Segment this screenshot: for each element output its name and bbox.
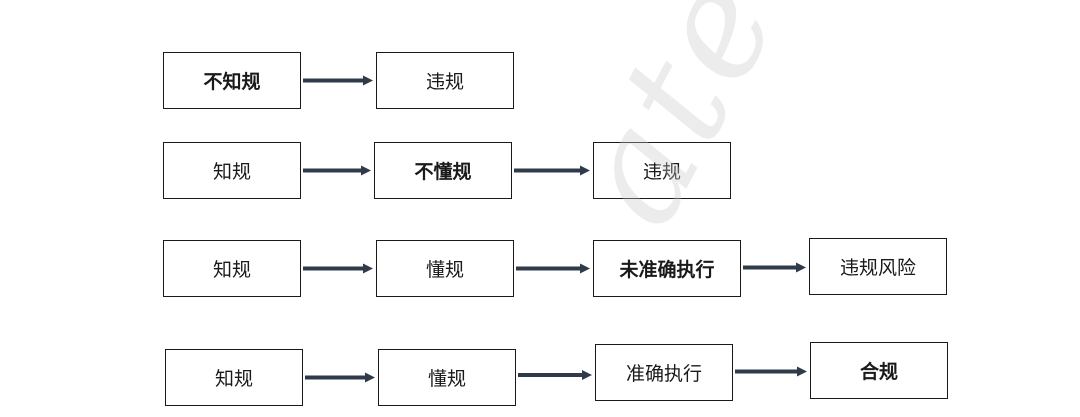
arrow-r3-2 (516, 263, 590, 274)
node-r4-b1: 知规 (165, 349, 303, 406)
arrow-r4-2 (518, 370, 592, 380)
node-r3-b1: 知规 (163, 240, 301, 297)
node-r3-b3: 未准确执行 (593, 240, 741, 297)
arrow-r1-1 (303, 75, 373, 86)
node-r1-b1: 不知规 (163, 52, 301, 109)
node-r1-b2: 违规 (376, 52, 514, 109)
arrow-r4-3 (735, 366, 807, 377)
node-r2-b2: 不懂规 (374, 142, 512, 199)
node-r2-b3: 违规 (593, 142, 731, 199)
arrow-r3-1 (303, 263, 373, 274)
node-r3-b4: 违规风险 (809, 238, 947, 295)
arrow-r3-3 (743, 262, 806, 273)
node-r4-b2: 懂规 (378, 349, 516, 406)
arrow-r2-1 (303, 165, 371, 176)
node-r4-b4: 合规 (810, 342, 948, 399)
node-r4-b3: 准确执行 (595, 344, 733, 401)
arrow-r4-1 (305, 372, 375, 383)
arrow-r2-2 (514, 165, 590, 176)
node-r3-b2: 懂规 (376, 240, 514, 297)
node-r2-b1: 知规 (163, 142, 301, 199)
